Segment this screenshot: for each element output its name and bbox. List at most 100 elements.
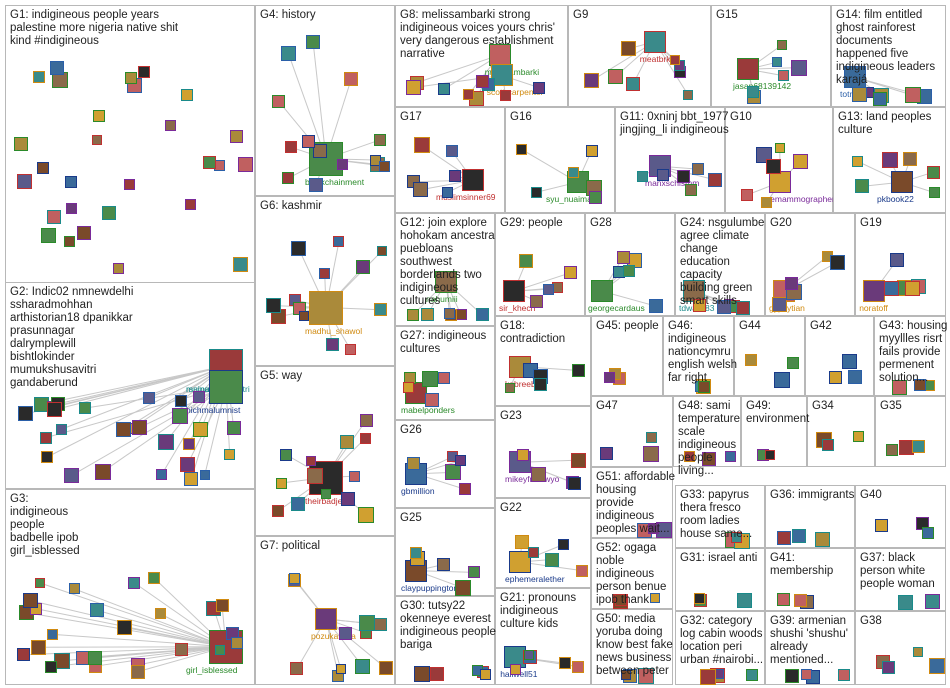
user-avatar-node[interactable] [18,406,34,422]
user-avatar-node[interactable] [113,262,125,274]
user-avatar-node[interactable] [359,413,373,427]
user-avatar-node[interactable] [22,593,38,609]
user-avatar-node[interactable] [459,483,472,496]
user-avatar-node[interactable] [379,160,391,172]
user-avatar-node[interactable] [572,364,586,378]
user-avatar-node[interactable] [925,594,941,610]
user-avatar-node[interactable] [203,156,217,170]
hub-avatar[interactable] [435,270,457,293]
user-avatar-node[interactable] [16,174,32,190]
user-avatar-node[interactable] [568,476,582,490]
user-avatar-node[interactable] [670,54,681,65]
user-avatar-node[interactable] [370,154,382,166]
user-avatar-node[interactable] [648,299,663,314]
user-avatar-node[interactable] [36,161,49,174]
user-avatar-node[interactable] [47,402,63,418]
user-avatar-node[interactable] [421,308,435,322]
hub-avatar[interactable] [769,171,791,194]
user-avatar-node[interactable] [265,298,281,314]
hub-avatar[interactable] [503,280,525,303]
user-avatar-node[interactable] [409,546,422,559]
user-avatar-node[interactable] [44,660,57,673]
user-avatar-node[interactable] [928,187,940,199]
user-avatar-node[interactable] [904,87,921,104]
user-avatar-node[interactable] [517,448,530,461]
user-avatar-node[interactable] [829,254,845,270]
user-avatar-node[interactable] [47,628,59,640]
user-avatar-node[interactable] [373,133,386,146]
user-avatar-node[interactable] [68,583,80,595]
user-avatar-node[interactable] [638,668,655,685]
user-avatar-node[interactable] [437,83,450,96]
user-avatar-node[interactable] [49,61,64,76]
user-avatar-node[interactable] [280,45,296,61]
user-avatar-node[interactable] [475,74,489,88]
user-avatar-node[interactable] [165,120,177,132]
user-avatar-node[interactable] [444,308,456,320]
user-avatar-node[interactable] [701,451,716,466]
user-avatar-node[interactable] [155,469,167,481]
user-avatar-node[interactable] [301,134,315,148]
user-avatar-node[interactable] [325,337,339,351]
user-avatar-node[interactable] [78,402,91,415]
user-avatar-node[interactable] [544,552,559,567]
user-avatar-node[interactable] [138,66,151,79]
user-avatar-node[interactable] [691,163,704,176]
user-avatar-node[interactable] [378,661,393,676]
user-avatar-node[interactable] [776,530,791,545]
user-avatar-node[interactable] [841,354,857,370]
user-avatar-node[interactable] [355,659,371,675]
user-avatar-node[interactable] [340,491,355,506]
user-avatar-node[interactable] [13,136,28,151]
user-avatar-node[interactable] [682,89,693,100]
user-avatar-node[interactable] [185,198,197,210]
user-avatar-node[interactable] [290,497,305,512]
user-avatar-node[interactable] [509,663,521,675]
user-avatar-node[interactable] [17,648,31,662]
user-avatar-node[interactable] [32,71,45,84]
user-avatar-node[interactable] [333,236,345,248]
user-avatar-node[interactable] [852,155,864,167]
user-avatar-node[interactable] [533,378,547,392]
user-avatar-node[interactable] [528,547,540,559]
user-avatar-node[interactable] [405,80,421,96]
user-avatar-node[interactable] [772,296,787,312]
hub-avatar[interactable] [890,171,913,194]
user-avatar-node[interactable] [791,59,807,76]
user-avatar-node[interactable] [193,422,209,438]
user-avatar-node[interactable] [34,577,45,588]
user-avatar-node[interactable] [881,152,898,169]
user-avatar-node[interactable] [676,169,690,183]
user-avatar-node[interactable] [230,637,243,650]
user-avatar-node[interactable] [463,88,475,100]
user-avatar-node[interactable] [614,593,627,606]
user-avatar-node[interactable] [766,158,782,174]
user-avatar-node[interactable] [872,91,887,106]
user-avatar-node[interactable] [897,595,913,611]
user-avatar-node[interactable] [143,391,156,404]
user-avatar-node[interactable] [454,455,466,467]
user-avatar-node[interactable] [299,311,310,322]
user-avatar-node[interactable] [357,507,374,524]
user-avatar-node[interactable] [698,380,711,393]
user-avatar-node[interactable] [735,300,750,315]
user-avatar-node[interactable] [892,380,908,396]
user-avatar-node[interactable] [445,464,462,481]
user-avatar-node[interactable] [499,89,511,101]
user-avatar-node[interactable] [848,370,863,385]
user-avatar-node[interactable] [837,669,850,682]
user-avatar-node[interactable] [117,620,133,635]
user-avatar-node[interactable] [349,470,361,482]
user-avatar-node[interactable] [337,158,349,170]
user-avatar-node[interactable] [608,68,624,84]
user-avatar-node[interactable] [65,176,78,189]
user-avatar-node[interactable] [40,228,56,244]
user-avatar-node[interactable] [123,179,135,191]
user-avatar-node[interactable] [148,572,161,585]
user-avatar-node[interactable] [604,372,616,384]
user-avatar-node[interactable] [504,382,515,393]
user-avatar-node[interactable] [47,210,62,225]
user-avatar-node[interactable] [913,647,924,658]
user-avatar-node[interactable] [575,564,588,577]
user-avatar-node[interactable] [927,165,941,179]
